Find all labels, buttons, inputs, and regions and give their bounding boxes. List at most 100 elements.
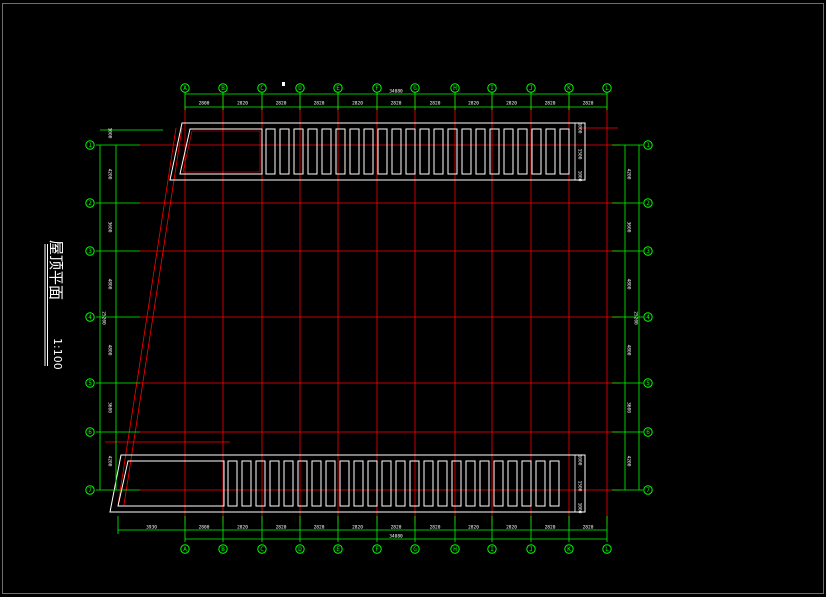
column-bubble-bottom-J-text: J [529, 546, 533, 553]
left-dim-text: 3600 [107, 222, 113, 233]
right-dim-text: 4800 [626, 345, 632, 356]
top-dim-text: 2820 [583, 101, 594, 107]
top-skylight-left-inner [182, 130, 261, 173]
top-roof-outline [169, 122, 586, 181]
bottom-dim-text: 2820 [583, 525, 594, 531]
top-strip-dim-text: 1000 [577, 123, 583, 134]
top-panel [559, 128, 570, 175]
row-bubble-right-3-circle [643, 246, 653, 256]
top-dim-text: 2820 [314, 101, 325, 107]
column-bubble-bottom-C-text: C [260, 546, 264, 553]
bottom-panel [227, 460, 238, 507]
left-dim-text: 4200 [107, 169, 113, 180]
column-bubble-top-H-circle [450, 83, 460, 93]
bottom-roof-outline [109, 454, 586, 513]
row-bubble-left-3-circle [85, 246, 95, 256]
column-bubble-bottom-B-circle [218, 544, 228, 554]
row-bubble-right-4-circle [643, 312, 653, 322]
bottom-panel [283, 460, 294, 507]
column-bubble-bottom-H-text: H [453, 546, 457, 553]
bottom-dim-text: 2800 [199, 525, 210, 531]
top-panel [489, 128, 500, 175]
row-bubble-left-7-circle [85, 485, 95, 495]
column-bubble-bottom-L-circle [602, 544, 612, 554]
column-bubble-top-I-circle [487, 83, 497, 93]
bottom-dim-text: 2820 [314, 525, 325, 531]
bottom-panel [381, 460, 392, 507]
right-dim-text: 4800 [626, 279, 632, 290]
top-panel [279, 128, 290, 175]
column-bubble-top-G-text: G [413, 85, 417, 92]
left-top-offset-dim-text: 1000 [107, 128, 113, 139]
bottom-panel [297, 460, 308, 507]
top-panel [447, 128, 458, 175]
column-bubble-bottom-I-circle [487, 544, 497, 554]
column-bubble-top-L-circle [602, 83, 612, 93]
column-bubble-bottom-D-circle [295, 544, 305, 554]
right-dim-text: 3600 [626, 222, 632, 233]
column-bubble-top-H-text: H [453, 85, 457, 92]
row-bubble-right-6-circle [643, 427, 653, 437]
top-skylight-left [179, 128, 263, 175]
row-bubble-left-2-text: 2 [88, 200, 92, 207]
bottom-panel [395, 460, 406, 507]
top-panel [419, 128, 430, 175]
row-bubble-left-3-text: 3 [88, 248, 92, 255]
top-dim-text: 2820 [468, 101, 479, 107]
top-dim-text: 2820 [237, 101, 248, 107]
column-bubble-bottom-K-circle [564, 544, 574, 554]
top-dim-text: 2820 [430, 101, 441, 107]
bottom-dim-text: 2820 [276, 525, 287, 531]
column-bubble-top-K-circle [564, 83, 574, 93]
row-bubble-right-4-text: 4 [646, 314, 650, 321]
row-bubble-left-4-text: 4 [88, 314, 92, 321]
column-bubble-top-E-text: E [336, 85, 340, 92]
column-bubble-bottom-F-circle [372, 544, 382, 554]
bottom-dim-text: 2820 [545, 525, 556, 531]
left-dim-text: 4800 [107, 345, 113, 356]
row-bubble-right-7-text: 7 [646, 487, 650, 494]
top-panel [517, 128, 528, 175]
top-dim-text: 2820 [506, 101, 517, 107]
diagonal-axis-line-2 [123, 127, 183, 506]
bottom-strip-dim-text: 1500 [577, 481, 583, 492]
row-bubble-right-2-circle [643, 198, 653, 208]
column-bubble-bottom-G-circle [410, 544, 420, 554]
column-bubble-top-E-circle [333, 83, 343, 93]
row-bubble-right-5-text: 5 [646, 380, 650, 387]
row-bubble-right-5-circle [643, 378, 653, 388]
row-bubble-left-5-circle [85, 378, 95, 388]
column-bubble-bottom-L-text: L [605, 546, 609, 553]
bottom-total-dim-text: 34080 [389, 534, 403, 540]
bottom-panel [241, 460, 252, 507]
bottom-dim-text: 2820 [237, 525, 248, 531]
column-bubble-top-D-circle [295, 83, 305, 93]
row-bubble-left-2-circle [85, 198, 95, 208]
column-bubble-top-F-text: F [375, 85, 379, 92]
bottom-dim-text: 2820 [468, 525, 479, 531]
left-dim-text: 4800 [107, 279, 113, 290]
top-dim-text: 2800 [199, 101, 210, 107]
column-bubble-top-C-circle [257, 83, 267, 93]
top-panel [545, 128, 556, 175]
column-bubble-bottom-E-text: E [336, 546, 340, 553]
top-panel [293, 128, 304, 175]
top-panel [461, 128, 472, 175]
top-panel [531, 128, 542, 175]
bottom-dim-text: 2820 [506, 525, 517, 531]
top-panel [391, 128, 402, 175]
marker-glyph [282, 82, 285, 86]
column-bubble-top-A-text: A [183, 85, 187, 92]
bottom-panel [423, 460, 434, 507]
bottom-panel [549, 460, 560, 507]
bottom-dim-text: 2820 [352, 525, 363, 531]
bottom-panel [255, 460, 266, 507]
bottom-skylight-left [117, 460, 225, 507]
left-dim-text: 4200 [107, 456, 113, 467]
column-bubble-bottom-G-text: G [413, 546, 417, 553]
bottom-panel [535, 460, 546, 507]
top-total-dim-text: 34080 [389, 89, 403, 95]
column-bubble-top-D-text: D [298, 85, 302, 92]
row-bubble-left-6-text: 6 [88, 429, 92, 436]
